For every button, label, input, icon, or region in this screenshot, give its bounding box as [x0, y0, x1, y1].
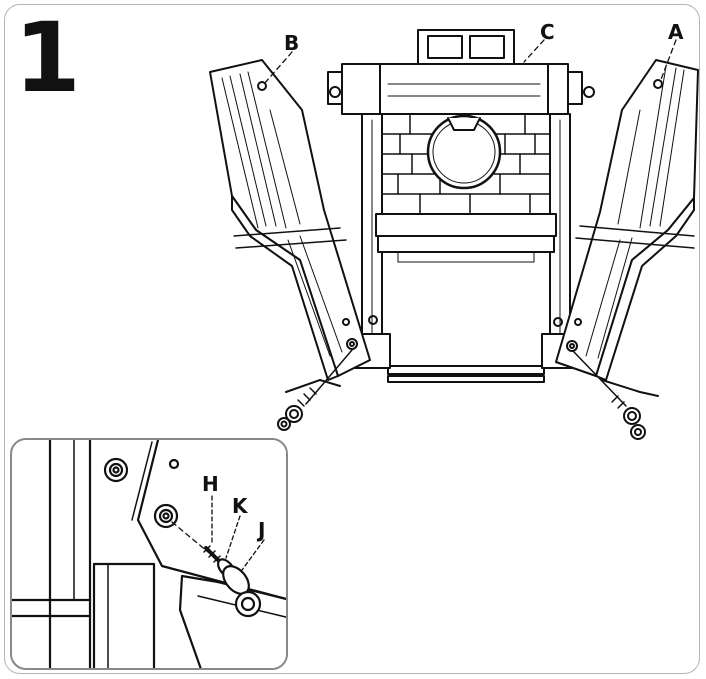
knob-part-j — [222, 565, 262, 618]
callout-label-h: H — [202, 472, 219, 496]
center-frame-part-c — [327, 29, 595, 383]
detail-inset: H K J — [10, 438, 288, 670]
callout-label-b: B — [284, 31, 300, 55]
callout-label-k: K — [232, 494, 248, 518]
right-leg-part-a — [555, 59, 699, 440]
step-number: 1 — [14, 2, 81, 114]
left-leg-part-b — [209, 59, 371, 431]
page-frame — [4, 4, 700, 674]
detail-inset-illustration — [12, 440, 286, 668]
callout-leaders — [263, 39, 677, 85]
callout-label-c: C — [540, 20, 555, 44]
callout-label-j: J — [258, 518, 266, 542]
callout-label-a: A — [668, 20, 684, 44]
